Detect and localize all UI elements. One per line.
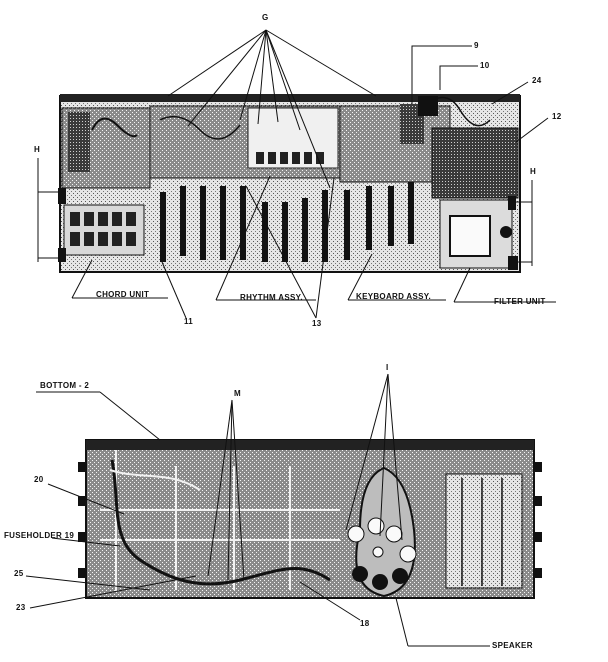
callout-25: 25 — [14, 569, 24, 578]
callout-11: 11 — [184, 317, 194, 326]
callout-12: 12 — [552, 112, 562, 121]
chord-unit-switches — [63, 204, 145, 256]
label-speaker: SPEAKER — [492, 641, 533, 650]
label-fuseholder: FUSEHOLDER 19 — [4, 531, 75, 540]
callout-9: 9 — [474, 41, 479, 50]
label-rhythm-assy: RHYTHM ASSY. — [240, 293, 303, 302]
speaker-assembly — [347, 466, 417, 598]
callout-10: 10 — [480, 61, 490, 70]
top-leader-lines — [37, 29, 556, 319]
callout-24: 24 — [532, 76, 542, 85]
callout-g: G — [262, 13, 269, 22]
bottom-chassis — [78, 439, 542, 599]
label-bottom: BOTTOM - 2 — [40, 381, 90, 390]
label-chord-unit: CHORD UNIT — [96, 290, 150, 299]
callout-h-right: H — [530, 167, 537, 176]
callout-m: M — [234, 389, 241, 398]
bottom-leader-lines — [25, 373, 490, 647]
filter-unit-block — [431, 127, 519, 269]
callout-18: 18 — [360, 619, 370, 628]
callout-20: 20 — [34, 475, 44, 484]
label-keyboard-assy: KEYBOARD ASSY. — [356, 292, 432, 301]
top-chassis — [58, 94, 521, 273]
keyboard-slots — [160, 180, 414, 262]
callout-23: 23 — [16, 603, 26, 612]
callout-13: 13 — [312, 319, 322, 328]
callout-i: I — [386, 363, 389, 372]
callout-h-left: H — [34, 145, 41, 154]
label-filter-unit: FILTER UNIT — [494, 297, 546, 306]
